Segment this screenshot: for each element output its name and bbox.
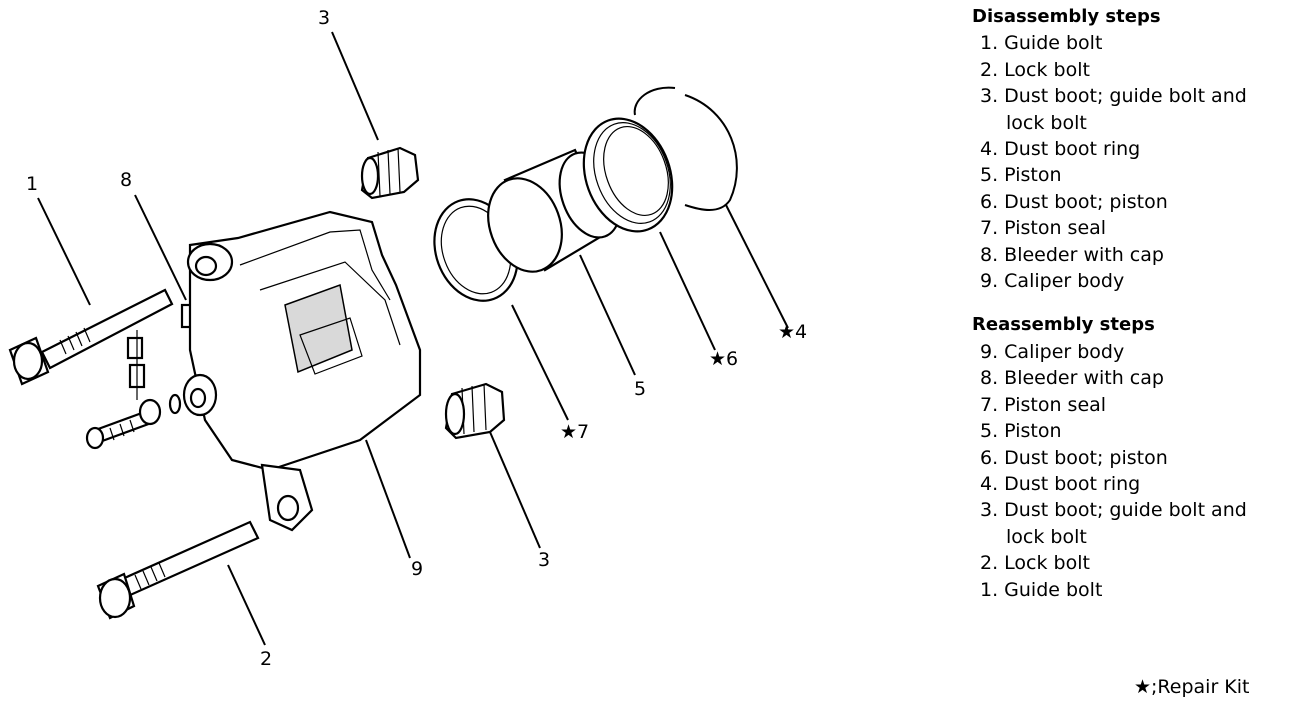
disassembly-step: 9. Caliper body — [980, 270, 1125, 293]
callout-6: ★6 — [709, 348, 738, 370]
callout-2: 2 — [260, 648, 272, 670]
callout-9: 9 — [411, 558, 423, 580]
callout-3-bottom: 3 — [538, 549, 550, 571]
reassembly-step: 7. Piston seal — [980, 393, 1107, 416]
guide-bolt-dust-boot-top — [360, 146, 420, 200]
reassembly-step: 9. Caliper body — [980, 340, 1125, 363]
callout-7: ★7 — [560, 421, 589, 443]
callout-8: 8 — [120, 169, 132, 191]
reassembly-step: 4. Dust boot ring — [980, 472, 1141, 495]
piston-dust-boot — [582, 117, 674, 233]
disassembly-step-continuation: lock bolt — [1006, 111, 1087, 134]
reassembly-list: 9. Caliper body 8. Bleeder with cap 7. P… — [980, 339, 1292, 603]
callout-4: ★4 — [778, 321, 807, 343]
reassembly-step: 2. Lock bolt — [980, 552, 1090, 575]
disassembly-step: 8. Bleeder with cap — [980, 243, 1164, 266]
repair-kit-legend: ★;Repair Kit — [1134, 676, 1250, 698]
lock-bolt — [96, 520, 260, 620]
disassembly-step: 7. Piston seal — [980, 217, 1107, 240]
callout-3-top: 3 — [318, 7, 330, 29]
reassembly-step: 6. Dust boot; piston — [980, 446, 1168, 469]
reassembly-step: 5. Piston — [980, 420, 1062, 443]
disassembly-heading: Disassembly steps — [972, 6, 1161, 27]
disassembly-step: 3. Dust boot; guide bolt and — [980, 85, 1247, 108]
reassembly-step: 3. Dust boot; guide bolt and — [980, 499, 1247, 522]
steps-panel: Disassembly steps 1. Guide bolt 2. Lock … — [972, 4, 1292, 603]
disassembly-step: 6. Dust boot; piston — [980, 190, 1168, 213]
leader-lines — [37, 31, 789, 646]
reassembly-heading: Reassembly steps — [972, 314, 1155, 336]
guide-bolt — [8, 288, 174, 386]
disassembly-step: 4. Dust boot ring — [980, 138, 1141, 161]
disassembly-step: 1. Guide bolt — [980, 32, 1103, 55]
callout-5: 5 — [634, 378, 646, 400]
reassembly-step-continuation: lock bolt — [1006, 525, 1087, 548]
caliper-exploded-diagram: 1 8 3 2 9 3 ★7 5 ★6 ★4 — [8, 7, 807, 670]
disassembly-step: 5. Piston — [980, 164, 1062, 187]
reassembly-step: 8. Bleeder with cap — [980, 367, 1164, 390]
disassembly-step: 2. Lock bolt — [980, 58, 1090, 81]
reassembly-step: 1. Guide bolt — [980, 578, 1103, 601]
disassembly-list: 1. Guide bolt 2. Lock bolt 3. Dust boot;… — [980, 30, 1292, 294]
lock-bolt-dust-boot-bottom — [444, 382, 506, 440]
bleeder-with-cap — [85, 303, 198, 450]
callout-1: 1 — [26, 173, 38, 195]
dust-boot-ring — [633, 86, 738, 211]
caliper-body — [182, 210, 422, 532]
